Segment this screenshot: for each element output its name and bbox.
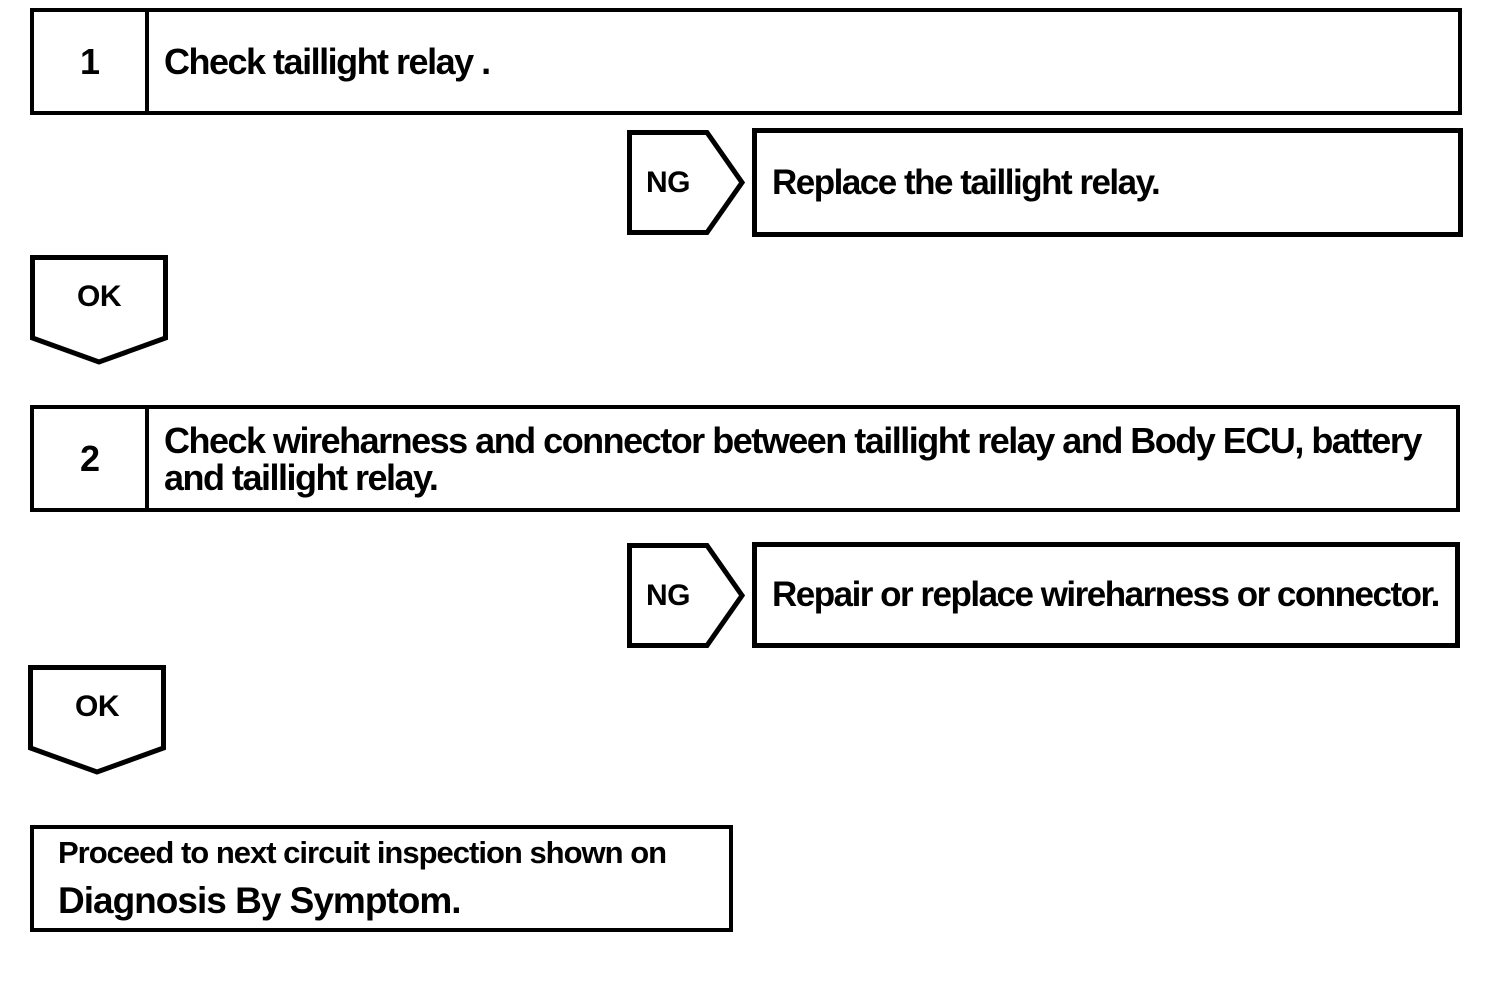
ng-1-label: NG [646,165,691,199]
step-2-instruction: Check wireharness and connector between … [164,419,1422,498]
ok-arrow-icon [28,665,166,775]
ok-connector-2: OK [28,665,166,775]
ok-1-label: OK [77,280,122,313]
step-1-number: 1 [34,12,149,111]
ng-connector-1: NG [627,130,745,235]
step-2-number: 2 [34,409,149,508]
ng-2-result-text: Repair or replace wireharness or connect… [772,575,1440,614]
final-result-line-1: Proceed to next circuit inspection shown… [58,835,667,870]
step-1-instruction: Check taillight relay . [164,41,491,82]
ng-2-result-box: Repair or replace wireharness or connect… [752,542,1460,648]
step-2-box: 2 Check wireharness and connector betwee… [30,405,1460,512]
ng-arrow-icon [627,543,745,648]
ok-connector-1: OK [30,255,168,365]
final-result-line-2: Diagnosis By Symptom. [58,880,462,921]
ng-arrow-icon [627,130,745,235]
ng-2-label: NG [646,578,691,612]
step-1-box: 1 Check taillight relay . [30,8,1462,115]
ng-1-result-box: Replace the taillight relay. [752,128,1463,237]
ok-2-label: OK [75,690,120,723]
final-result-box: Proceed to next circuit inspection shown… [30,825,733,932]
ok-arrow-icon [30,255,168,365]
ng-connector-2: NG [627,543,745,648]
ng-1-result-text: Replace the taillight relay. [772,162,1161,202]
